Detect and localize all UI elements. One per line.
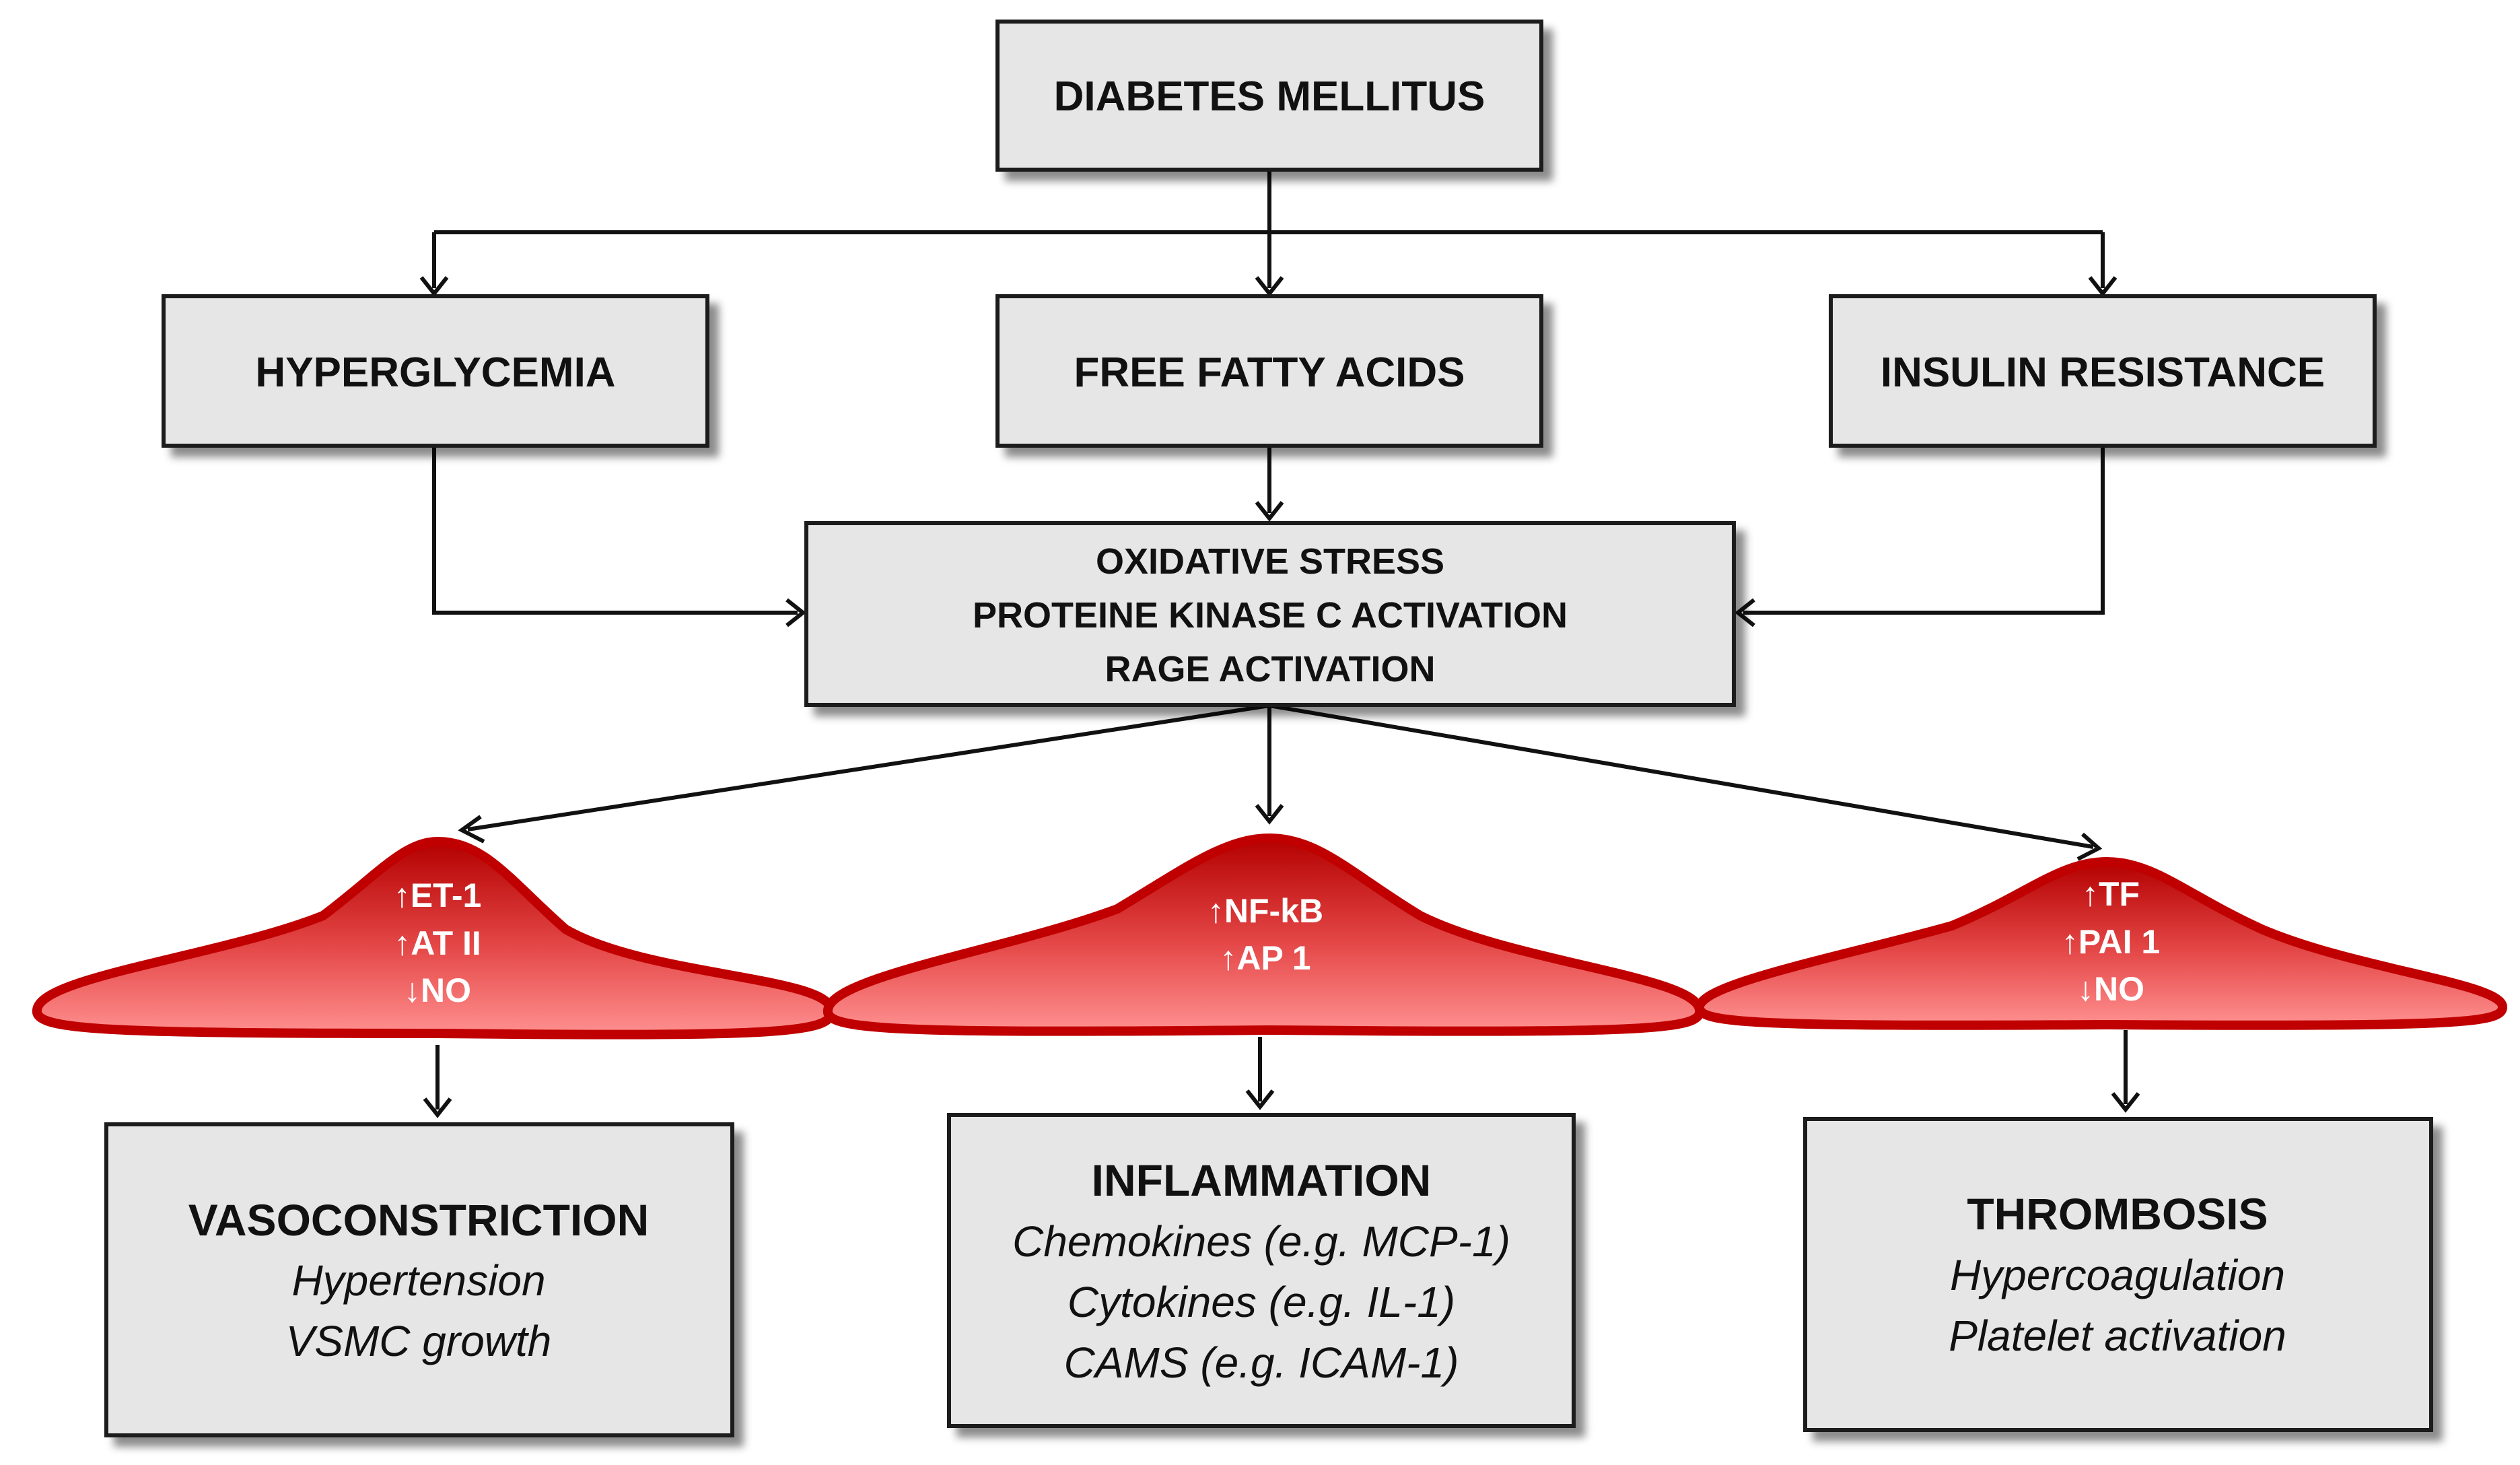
arrowhead-icon — [1255, 501, 1284, 522]
outcome-item: Platelet activation — [1949, 1311, 2286, 1360]
box-free-fatty-acids: FREE FATTY ACIDS — [995, 294, 1543, 448]
cell-middle-marker-1: ↑NF-kB — [1208, 892, 1323, 930]
box-title: FREE FATTY ACIDS — [1074, 349, 1465, 396]
arrowhead-icon — [458, 815, 485, 844]
arrow-insulin-to-mechanisms — [1743, 448, 2105, 615]
outcome-title: THROMBOSIS — [1967, 1189, 2268, 1239]
box-mechanisms: OXIDATIVE STRESS PROTEINE KINASE C ACTIV… — [804, 521, 1736, 707]
arrowhead-icon — [1245, 1089, 1275, 1110]
cell-left-marker-3: ↓NO — [404, 972, 471, 1009]
arrow-mechanisms-to-left-cell — [467, 704, 1270, 831]
cell-right-marker-2: ↑PAI 1 — [2062, 923, 2160, 961]
cell-left: ↑ET-1 ↑AT II ↓NO — [32, 836, 837, 1040]
arrowhead-icon — [423, 1097, 452, 1118]
arrow-hyperglycemia-to-mechanisms — [432, 448, 798, 615]
arrowheads — [419, 276, 2140, 1118]
arrowhead-icon — [2076, 832, 2103, 861]
cell-right-marker-1: ↑TF — [2082, 875, 2140, 913]
box-thrombosis: THROMBOSIS Hypercoagulation Platelet act… — [1803, 1117, 2433, 1432]
arrow-mechanisms-to-right-cell — [1269, 704, 2094, 849]
box-title: DIABETES MELLITUS — [1054, 73, 1485, 120]
connectors — [432, 170, 2128, 1110]
cell-left-marker-2: ↑AT II — [394, 924, 481, 962]
box-vasoconstriction: VASOCONSTRICTION Hypertension VSMC growt… — [104, 1122, 734, 1437]
arrowhead-icon — [785, 598, 806, 627]
cell-middle: ↑NF-kB ↑AP 1 — [823, 833, 1705, 1036]
outcome-title: VASOCONSTRICTION — [188, 1195, 649, 1245]
outcome-item: Hypercoagulation — [1950, 1251, 2285, 1299]
box-hyperglycemia: HYPERGLYCEMIA — [162, 294, 709, 448]
cell-right: ↑TF ↑PAI 1 ↓NO — [1694, 856, 2508, 1030]
arrowhead-icon — [1255, 804, 1284, 825]
outcome-item: VSMC growth — [286, 1317, 552, 1365]
arrowhead-icon — [2088, 276, 2118, 297]
mechanism-pkc-activation: PROTEINE KINASE C ACTIVATION — [973, 595, 1568, 636]
box-title: INSULIN RESISTANCE — [1881, 349, 2325, 396]
box-diabetes-mellitus: DIABETES MELLITUS — [995, 20, 1543, 172]
outcome-item: Hypertension — [291, 1256, 545, 1305]
outcome-title: INFLAMMATION — [1092, 1155, 1432, 1205]
outcome-item: Chemokines (e.g. MCP-1) — [1012, 1217, 1510, 1266]
arrowhead-icon — [419, 276, 449, 297]
outcome-item: Cytokines (e.g. IL-1) — [1068, 1278, 1455, 1326]
arrowhead-icon — [1735, 598, 1755, 627]
cell-middle-marker-2: ↑AP 1 — [1220, 939, 1310, 977]
cell-right-marker-3: ↓NO — [2077, 970, 2144, 1008]
box-insulin-resistance: INSULIN RESISTANCE — [1829, 294, 2377, 448]
mechanism-rage-activation: RAGE ACTIVATION — [1105, 649, 1436, 689]
outcome-item: CAMS (e.g. ICAM-1) — [1064, 1338, 1459, 1387]
box-inflammation: INFLAMMATION Chemokines (e.g. MCP-1) Cyt… — [947, 1113, 1576, 1428]
cell-left-marker-1: ↑ET-1 — [394, 877, 482, 914]
arrowhead-icon — [2111, 1092, 2140, 1113]
box-title: HYPERGLYCEMIA — [255, 349, 615, 396]
mechanism-oxidative-stress: OXIDATIVE STRESS — [1096, 541, 1444, 582]
arrowhead-icon — [1255, 276, 1284, 297]
